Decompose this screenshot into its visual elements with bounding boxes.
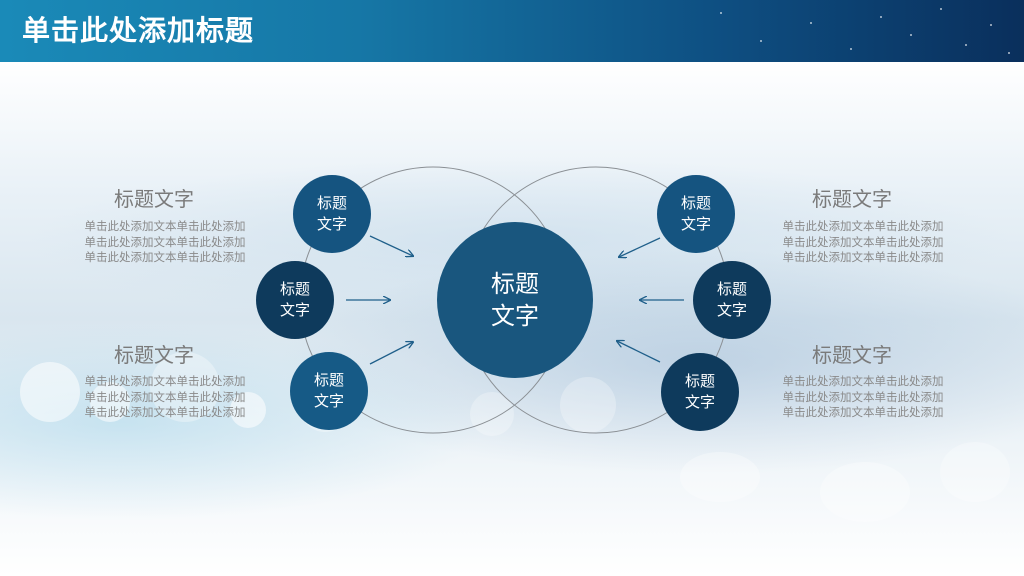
- node-left-top[interactable]: 标题 文字: [293, 175, 371, 253]
- node-label-line1: 标题: [316, 194, 347, 212]
- arrow-left-bottom: [369, 342, 413, 365]
- text-line: 单击此处添加文本单击此处添加: [84, 389, 246, 404]
- node-left-mid[interactable]: 标题 文字: [256, 261, 334, 339]
- section-text-right-bottom[interactable]: 单击此处添加文本单击此处添加 单击此处添加文本单击此处添加 单击此处添加文本单击…: [768, 374, 958, 421]
- section-title-right-top[interactable]: 标题文字: [812, 187, 892, 211]
- node-label-line2: 文字: [316, 215, 347, 233]
- text-line: 单击此处添加文本单击此处添加: [782, 374, 944, 388]
- center-node-line1: 标题: [491, 270, 539, 298]
- node-label-line2: 文字: [680, 215, 711, 233]
- text-line: 单击此处添加文本单击此处添加: [782, 405, 944, 419]
- arrow-right-bottom: [617, 341, 661, 363]
- node-label-line1: 标题: [313, 371, 344, 389]
- node-label-line2: 文字: [684, 393, 715, 411]
- node-label-line2: 文字: [279, 301, 310, 319]
- section-title-left-bottom[interactable]: 标题文字: [114, 343, 194, 367]
- node-right-bottom[interactable]: 标题 文字: [661, 353, 739, 431]
- section-title-left-top[interactable]: 标题文字: [114, 187, 194, 211]
- arrow-left-top: [369, 235, 413, 256]
- node-left-bottom[interactable]: 标题 文字: [290, 352, 368, 430]
- slide-background: [0, 62, 1024, 576]
- node-label-line1: 标题: [684, 372, 715, 390]
- node-label-line1: 标题: [680, 194, 711, 212]
- section-title-right-bottom[interactable]: 标题文字: [812, 343, 892, 367]
- center-node[interactable]: 标题 文字: [437, 222, 593, 378]
- text-line: 单击此处添加文本单击此处添加: [782, 389, 944, 404]
- slide-title[interactable]: 单击此处添加标题: [22, 14, 255, 47]
- node-label-line1: 标题: [716, 280, 747, 298]
- text-line: 单击此处添加文本单击此处添加: [84, 250, 246, 264]
- text-line: 单击此处添加文本单击此处添加: [782, 250, 944, 264]
- node-label-line1: 标题: [279, 280, 310, 298]
- node-right-mid[interactable]: 标题 文字: [693, 261, 771, 339]
- section-text-right-top[interactable]: 单击此处添加文本单击此处添加 单击此处添加文本单击此处添加 单击此处添加文本单击…: [768, 219, 958, 266]
- node-right-top[interactable]: 标题 文字: [657, 175, 735, 253]
- header-bar: 单击此处添加标题: [0, 0, 1024, 62]
- text-line: 单击此处添加文本单击此处添加: [782, 234, 944, 249]
- text-line: 单击此处添加文本单击此处添加: [782, 219, 944, 233]
- center-node-line2: 文字: [491, 302, 539, 330]
- text-line: 单击此处添加文本单击此处添加: [84, 374, 246, 388]
- node-label-line2: 文字: [716, 301, 747, 319]
- text-line: 单击此处添加文本单击此处添加: [84, 234, 246, 249]
- text-line: 单击此处添加文本单击此处添加: [84, 219, 246, 233]
- text-line: 单击此处添加文本单击此处添加: [84, 405, 246, 419]
- section-text-left-bottom[interactable]: 单击此处添加文本单击此处添加 单击此处添加文本单击此处添加 单击此处添加文本单击…: [70, 374, 260, 421]
- section-text-left-top[interactable]: 单击此处添加文本单击此处添加 单击此处添加文本单击此处添加 单击此处添加文本单击…: [70, 219, 260, 266]
- node-label-line2: 文字: [313, 392, 344, 410]
- arrow-right-top: [619, 237, 661, 257]
